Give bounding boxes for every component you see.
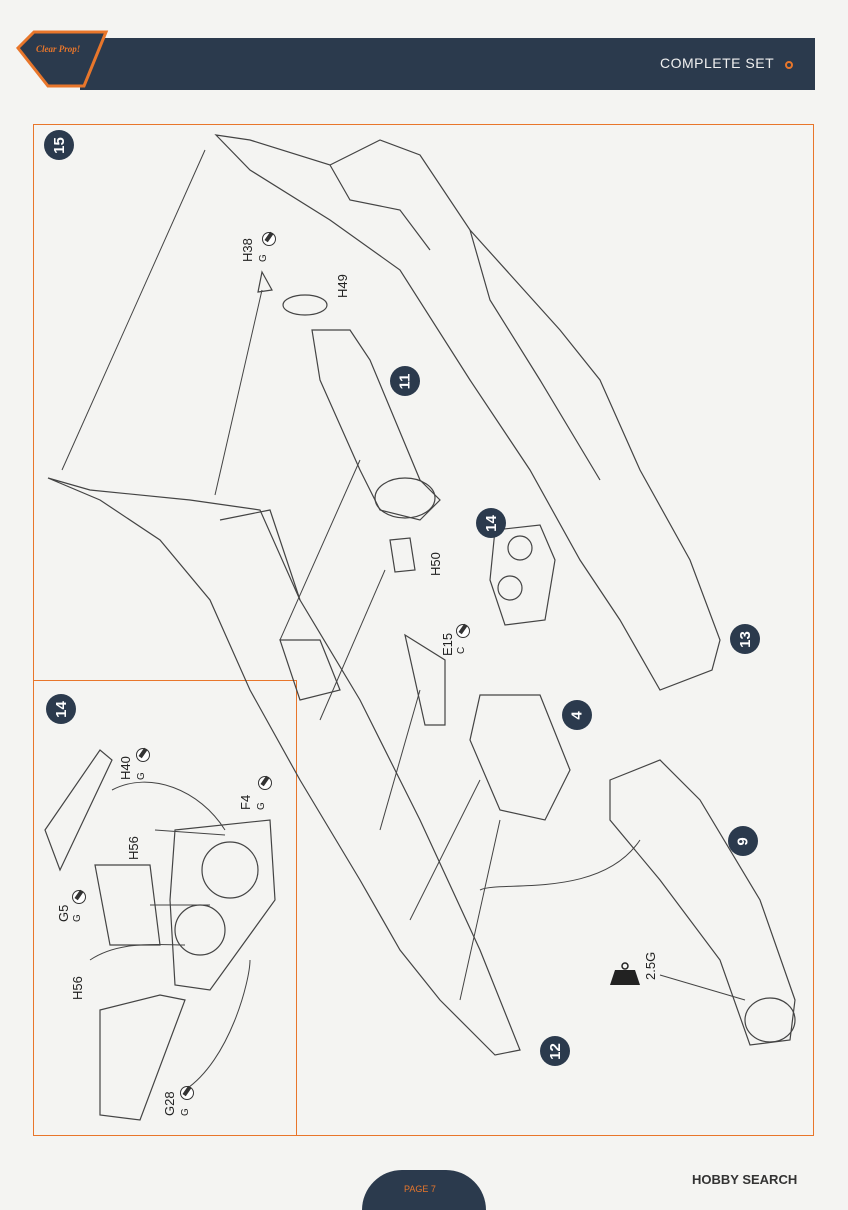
part-label-h49: H49 (335, 274, 350, 298)
paint-brush-icon (262, 232, 276, 246)
part-label-h40: H40 (118, 756, 133, 780)
lower-fuselage-drawing (47, 477, 521, 1056)
paint-brush-icon (72, 890, 86, 904)
step-number-13: 13 (730, 624, 760, 654)
paint-code-h40: G (136, 772, 147, 780)
fuselage-half-drawing (214, 134, 721, 691)
part-label-h56-lower: H56 (70, 976, 85, 1000)
cockpit-tub-drawing (469, 694, 571, 821)
part-label-g5: G5 (56, 904, 71, 922)
part-label-e15: E15 (440, 632, 455, 656)
step-number-9: 9 (728, 826, 758, 856)
paint-code-g28: G (180, 1108, 191, 1116)
step-number-12: 12 (540, 1036, 570, 1066)
part-label-g28: G28 (162, 1091, 177, 1116)
part-label-f4: F4 (238, 794, 253, 810)
paint-brush-icon (456, 624, 470, 638)
part-label-h56-upper: H56 (126, 836, 141, 860)
step-number-4: 4 (562, 700, 592, 730)
page-title: COMPLETE SET (660, 55, 775, 71)
main-frame (33, 124, 814, 1136)
paint-brush-icon (180, 1086, 194, 1100)
part-label-h50: H50 (428, 552, 443, 576)
nose-drawing (609, 759, 796, 1046)
brand-logo: Clear Prop! (14, 28, 112, 90)
logo-text: Clear Prop! (36, 44, 81, 54)
header-dot-icon (785, 61, 793, 69)
watermark: HOBBY SEARCH (692, 1172, 798, 1187)
page-number: PAGE 7 (404, 1184, 436, 1194)
paint-code-f4: G (256, 802, 267, 810)
weight-icon (610, 970, 640, 985)
step-number-11: 11 (390, 366, 420, 396)
inset-frame (33, 680, 297, 1136)
step-number-14-inset: 14 (46, 694, 76, 724)
weight-label: 2.5G (643, 951, 658, 980)
header-bar (80, 38, 815, 90)
paint-brush-icon (258, 776, 272, 790)
engine-drawing (311, 329, 441, 521)
paint-code-h38: G (258, 254, 269, 262)
paint-code-g5: G (72, 914, 83, 922)
paint-code-e15: C (456, 646, 467, 654)
paint-brush-icon (136, 748, 150, 762)
step-number-15: 15 (44, 130, 74, 160)
part-label-h38: H38 (240, 238, 255, 262)
step-number-14: 14 (476, 508, 506, 538)
seat-bulkhead-drawing (489, 524, 556, 626)
